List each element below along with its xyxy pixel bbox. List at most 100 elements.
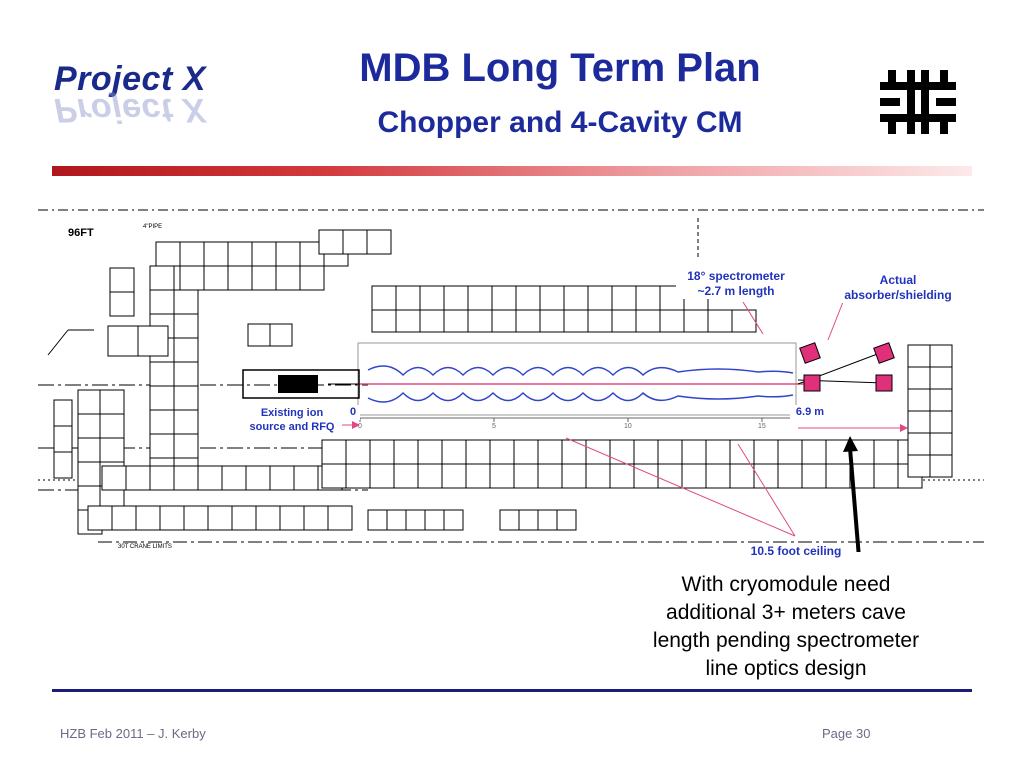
shielding-block (367, 509, 388, 531)
shielding-block (907, 454, 931, 478)
shielding-block (135, 505, 161, 531)
shielding-block (515, 285, 541, 311)
shielding-block (539, 309, 565, 333)
shielding-block (279, 505, 305, 531)
cryomodule-note: With cryomodule need additional 3+ meter… (652, 573, 920, 680)
shielding-block (683, 309, 709, 333)
shielding-block (907, 432, 931, 456)
floor-plan-drawing: 0 5 10 15 96FT 4"PIPE 30T CRANE LIMITS (38, 209, 984, 552)
shielding-block (149, 385, 175, 411)
shielding-block (907, 388, 931, 412)
shielding-block (327, 505, 353, 531)
shielding-block (303, 505, 329, 531)
shielding-block (245, 465, 271, 491)
shielding-block (173, 465, 199, 491)
shielding-block (247, 323, 271, 347)
scale-tick-5: 5 (492, 423, 496, 430)
label-crane: 30T CRANE LIMITS (118, 544, 172, 550)
shielding-block (109, 291, 135, 317)
shielding-block (513, 463, 539, 489)
end-mark: 6.9 m (790, 405, 830, 420)
shielding-block (907, 410, 931, 434)
shielding-block (149, 265, 175, 291)
shielding-block (443, 309, 469, 333)
shielding-block (587, 285, 613, 311)
shielding-block (251, 241, 277, 267)
footer-page: Page 30 (822, 726, 871, 741)
shielding-block (681, 463, 707, 489)
scale-tick-15: 15 (758, 423, 766, 430)
shielding-block (321, 439, 347, 465)
shielding-block (465, 463, 491, 489)
start-mark: 0 (346, 405, 360, 420)
shielding-block (419, 309, 445, 333)
shielding-block (173, 313, 199, 339)
shielding-block (101, 465, 127, 491)
project-x-logo: Project X Project X (54, 60, 244, 140)
logo-text: Project X (54, 60, 206, 98)
shielding-block (393, 439, 419, 465)
shielding-block (275, 241, 301, 267)
shielding-block (227, 241, 253, 267)
shielding-block (561, 439, 587, 465)
shielding-block (125, 465, 151, 491)
shielding-block (77, 437, 103, 463)
shielding-block (705, 463, 731, 489)
shielding-block (183, 505, 209, 531)
shielding-block (173, 361, 199, 387)
shielding-block (873, 463, 899, 489)
shielding-block (611, 285, 637, 311)
shielding-block (149, 361, 175, 387)
shielding-block (729, 439, 755, 465)
shielding-block (563, 285, 589, 311)
shielding-block (465, 439, 491, 465)
shielding-block (53, 451, 73, 479)
shielding-block (275, 265, 301, 291)
shielding-block (149, 465, 175, 491)
shielding-block (611, 309, 637, 333)
ion-source-callout: Existing ion source and RFQ (242, 406, 342, 434)
shielding-block (929, 388, 953, 412)
shielding-block (345, 463, 371, 489)
footer-divider (52, 689, 972, 692)
shielding-block (515, 309, 541, 333)
shielding-block (111, 505, 137, 531)
spectrometer-callout: 18° spectrometer ~2.7 m length (676, 269, 796, 299)
shielding-block (179, 241, 205, 267)
shielding-block (371, 285, 397, 311)
shielding-block (77, 389, 103, 415)
shielding-block (203, 265, 229, 291)
shielding-block (173, 433, 199, 459)
shielding-block (107, 325, 139, 357)
footer-left: HZB Feb 2011 – J. Kerby (60, 726, 206, 741)
shielding-block (491, 309, 517, 333)
shielding-block (173, 337, 199, 363)
shielding-block (659, 309, 685, 333)
shielding-block (109, 267, 135, 293)
shielding-block (587, 309, 613, 333)
shielding-block (269, 323, 293, 347)
shielding-block (563, 309, 589, 333)
shielding-block (777, 463, 803, 489)
shielding-block (424, 509, 445, 531)
shielding-block (159, 505, 185, 531)
shielding-block (657, 463, 683, 489)
shielding-block (269, 465, 295, 491)
shielding-block (369, 463, 395, 489)
shielding-block (99, 389, 125, 415)
shielding-block (537, 509, 558, 531)
label-96ft: 96FT (68, 227, 94, 239)
shielding-block (633, 439, 659, 465)
shielding-block (489, 463, 515, 489)
shielding-block (539, 285, 565, 311)
shielding-block (499, 509, 520, 531)
slide-subtitle: Chopper and 4-Cavity CM (377, 106, 743, 139)
shielding-block (395, 285, 421, 311)
shielding-block (345, 439, 371, 465)
shielding-block (635, 309, 661, 333)
shielding-block (227, 265, 253, 291)
shielding-block (491, 285, 517, 311)
shielding-block (467, 285, 493, 311)
shielding-block (753, 439, 779, 465)
shielding-block (342, 229, 368, 255)
